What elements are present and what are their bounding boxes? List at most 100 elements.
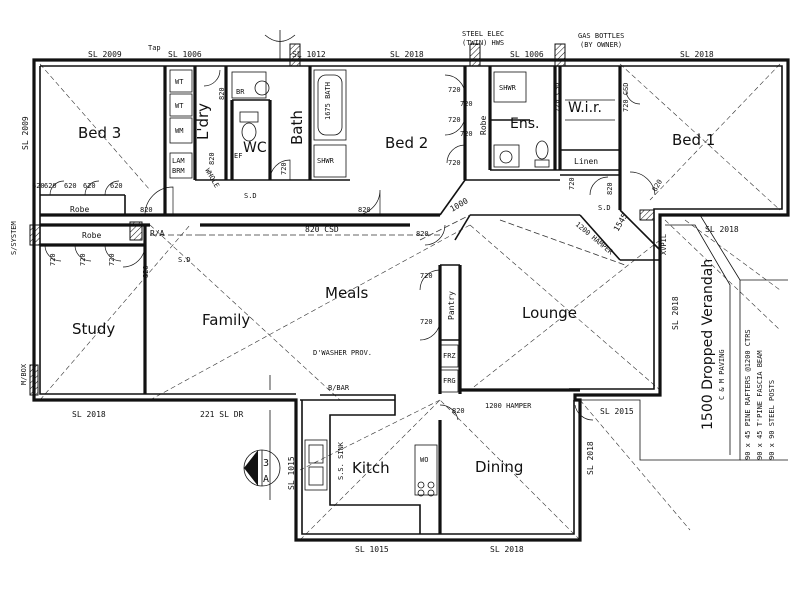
door-width: 720 [460, 130, 473, 138]
room-study: Study [72, 320, 115, 338]
room-robe-ens: Robe [479, 116, 488, 135]
label-sd3: S.D [598, 204, 611, 212]
label-shwr-bath: SHWR [317, 157, 335, 165]
section-marker: 3 A [243, 375, 281, 500]
label-sl1006-b: SL 1006 [510, 50, 544, 59]
label-csd-wir-r: 720 CSD [622, 82, 630, 112]
label-whole: WHOLE [203, 167, 220, 189]
fixtures [29, 43, 655, 497]
label-fascia: 90 x 45 T'PINE FASCIA BEAM [756, 350, 764, 460]
label-posts: 90 x 90 STEEL POSTS [768, 380, 776, 460]
label-csd-wir-l: 720 CSD [553, 82, 561, 112]
door-width: 620 [110, 182, 123, 190]
label-wo: WO [420, 456, 428, 464]
label-steel-hws-1: STEEL ELEC [462, 30, 504, 38]
label-hamper-1: 1200 HAMPER [485, 402, 532, 410]
door-width: 720 [420, 318, 433, 326]
label-sl2018-d: SL 2018 [586, 441, 595, 475]
label-sl2009-top: SL 2009 [88, 50, 122, 59]
label-sl2018-v: SL 2018 [705, 225, 739, 234]
room-meals: Meals [325, 284, 369, 302]
door-width: 720 [79, 253, 87, 266]
door-width-labels: 620 620 620 820 820 820 820 720 720 720 … [32, 86, 664, 415]
room-pantry: Pantry [447, 291, 456, 320]
label-sl2018-b1: SL 2018 [680, 50, 714, 59]
interior-walls [40, 66, 661, 534]
verandah [580, 214, 788, 461]
room-bed1: Bed 1 [672, 131, 715, 149]
label-csd-hall: 820 CSD [305, 225, 339, 234]
dashed-guides [150, 214, 626, 266]
label-sl2009-left: SL 2009 [21, 116, 30, 150]
label-gas-2: (BY OWNER) [580, 41, 622, 49]
label-sl1006-a: SL 1006 [168, 50, 202, 59]
room-bath: Bath [288, 110, 306, 145]
label-wm: WM [175, 127, 183, 135]
door-width: 820 [142, 265, 150, 278]
label-mbox: M/BOX [20, 363, 28, 385]
label-sl2018-top: SL 2018 [390, 50, 424, 59]
label-ssystem: S/SYSTEM [10, 221, 18, 255]
outer-walls [32, 58, 790, 542]
label-sl1012: SL 1012 [292, 50, 326, 59]
door-width: 820 [651, 178, 664, 193]
room-family: Family [202, 311, 250, 329]
door-width: 720 [448, 116, 461, 124]
label-sl2018-l: SL 2018 [671, 296, 680, 330]
label-tap: Tap [148, 44, 161, 52]
label-ss-sink: S.S. SINK [337, 441, 345, 480]
door-width: 620 [64, 182, 77, 190]
door-width: 620 [83, 182, 96, 190]
door-width: 720 [568, 177, 576, 190]
door-width: 720 [448, 159, 461, 167]
label-sl1015-b: SL 1015 [355, 545, 389, 554]
room-linen: Linen [574, 157, 598, 166]
door-width: 820 [416, 230, 429, 238]
label-wt1: WT [175, 78, 184, 86]
room-bed3: Bed 3 [78, 124, 121, 142]
label-d1545: 1545 [612, 212, 630, 233]
room-kitch: Kitch [352, 459, 390, 477]
label-gas-1: GAS BOTTLES [578, 32, 624, 40]
door-width: 620 [32, 182, 45, 190]
room-bed2: Bed 2 [385, 134, 428, 152]
door-width: 720 [49, 253, 57, 266]
door-width: 720 [280, 162, 288, 175]
label-cm-paving: C & M PAVING [718, 349, 726, 400]
label-steel-hws-2: (TWIN) HWS [462, 39, 504, 47]
door-width: 720 [420, 272, 433, 280]
room-dining: Dining [475, 458, 523, 476]
section-letter: A [263, 474, 269, 485]
label-sl-dr: 221 SL DR [200, 410, 244, 419]
door-width: 820 [606, 182, 614, 195]
room-wir: W.i.r. [568, 100, 602, 116]
room-ens: Ens. [510, 116, 539, 132]
label-bath-len: 1675 BATH [324, 82, 332, 120]
label-brm: BRM [172, 167, 185, 175]
label-sd2: S.D [178, 256, 191, 264]
door-width: 820 [208, 152, 216, 165]
label-xvpil: XVPIL [660, 234, 668, 255]
label-hamper-2: 1200 HAMPER [574, 220, 615, 256]
room-labels: Bed 3 L'dry Bath WC Bed 2 Ens. W.i.r. Be… [70, 100, 716, 477]
label-sd1: S.D [244, 192, 257, 200]
label-bbar: B/BAR [328, 384, 350, 392]
door-width: 720 [108, 253, 116, 266]
door-width: 820 [140, 206, 153, 214]
label-ra: R/A [150, 229, 165, 238]
door-width: 720 [448, 86, 461, 94]
label-sl2018-bl: SL 2018 [72, 410, 106, 419]
room-verandah: 1500 Dropped Verandah [700, 259, 716, 430]
label-br: BR [236, 88, 245, 96]
room-robe-study: Robe [82, 231, 101, 240]
door-width: 820 [358, 206, 371, 214]
section-number: 3 [263, 458, 269, 469]
label-shwr-ens: SHWR [499, 84, 517, 92]
label-frg: FRG [443, 377, 456, 385]
room-laundry: L'dry [194, 103, 212, 140]
label-dwasher: D'WASHER PROV. [313, 349, 372, 357]
door-width: 620 [44, 182, 57, 190]
door-swings [44, 69, 656, 421]
door-width: 820 [452, 407, 465, 415]
